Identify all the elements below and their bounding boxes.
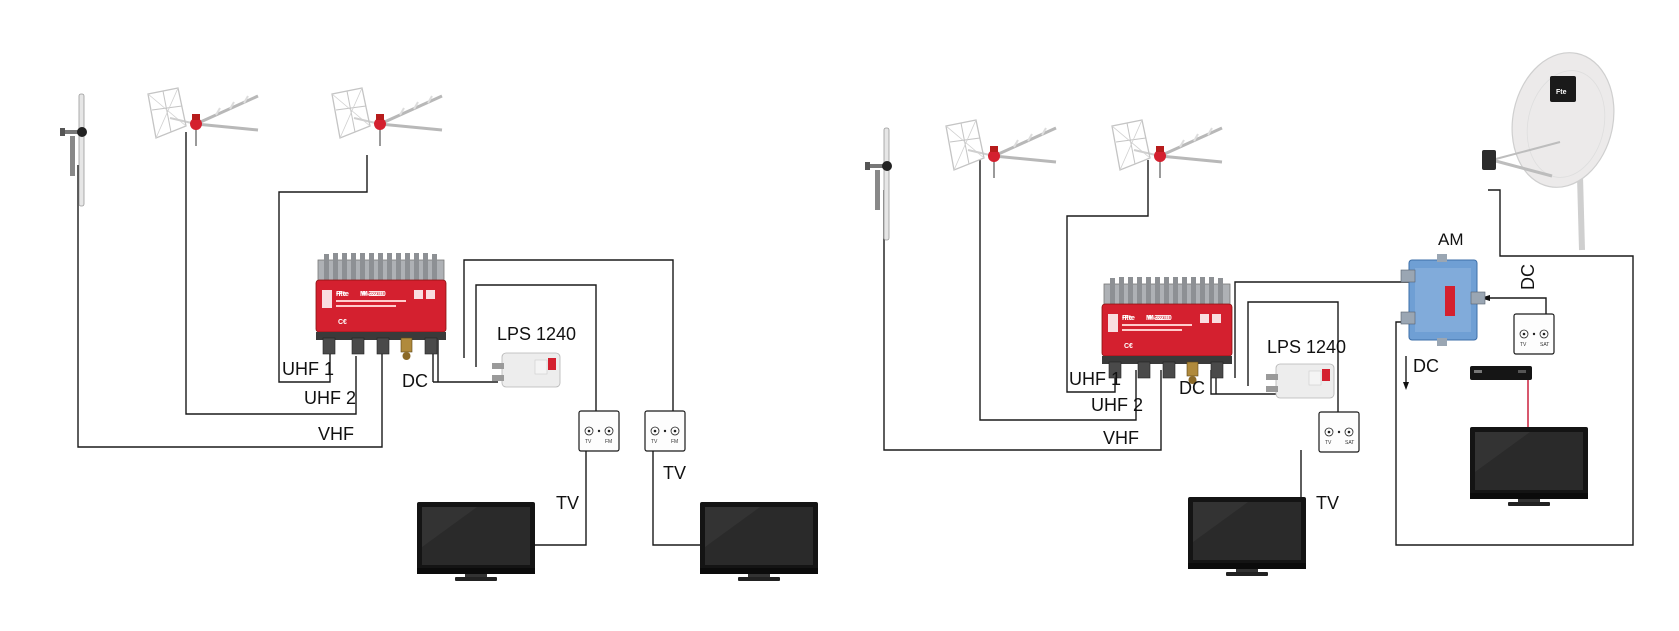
outlet-port-fm: FM: [605, 439, 612, 445]
outlet-port-tv: TV: [585, 439, 592, 445]
left-psu-label: LPS 1240: [497, 324, 576, 344]
amplifier-brand: Fte: [1122, 315, 1133, 322]
left-power-supply: [491, 352, 561, 388]
outlet-port-tv: TV: [651, 439, 658, 445]
right-television-2: [1470, 427, 1588, 506]
left-dc-label: DC: [402, 371, 428, 391]
right-psu-label: LPS 1240: [1267, 337, 1346, 357]
left-tv-label-a: TV: [556, 493, 579, 513]
outlet-port-tv: TV: [1325, 440, 1332, 446]
outlet-port-sat: SAT: [1345, 440, 1354, 446]
left-vhf-label: VHF: [318, 424, 354, 444]
dish-brand: Fte: [1556, 89, 1567, 96]
right-tv-label: TV: [1316, 493, 1339, 513]
right-uhf-yagi-antenna-1: [944, 118, 1058, 180]
left-television-1: [417, 502, 535, 581]
right-dc-label: DC: [1179, 378, 1205, 398]
right-uhf1-label: UHF 1: [1069, 369, 1121, 389]
amplifier-brand: Fte: [336, 291, 347, 298]
right-vhf-dipole-antenna: [864, 127, 893, 241]
left-television-2: [700, 502, 818, 581]
left-installation: Fte M-3200 LPS 1240 UHF 1 UHF 2 VHF DC T…: [59, 86, 818, 581]
left-outlet-b: TV FM: [644, 410, 686, 452]
right-vhf-label: VHF: [1103, 428, 1139, 448]
satellite-mixer-am: [1400, 254, 1486, 346]
left-wires: [77, 132, 700, 546]
vhf-dipole-antenna: [59, 93, 88, 207]
amplifier-model: M-3200: [1148, 315, 1172, 322]
right-television-1: [1188, 497, 1306, 576]
left-uhf1-label: UHF 1: [282, 359, 334, 379]
right-wires: [883, 160, 1634, 546]
right-uhf2-label: UHF 2: [1091, 395, 1143, 415]
right-outlet-a: TV SAT: [1318, 411, 1360, 453]
satellite-receiver: [1470, 366, 1532, 380]
mixer-dc-label: DC: [1518, 264, 1538, 290]
outlet-port-fm: FM: [671, 439, 678, 445]
right-amplifier: Fte M-3200: [1101, 276, 1233, 385]
mixer-label: AM: [1438, 230, 1464, 249]
uhf-yagi-antenna-1: [146, 86, 260, 148]
outlet-port-sat: SAT: [1540, 342, 1549, 348]
left-amplifier: Fte M-3200: [315, 252, 447, 361]
amplifier-model: M-3200: [362, 291, 386, 298]
right-uhf-yagi-antenna-2: [1110, 118, 1224, 180]
mixer-dc-down-label: DC: [1413, 356, 1439, 376]
outlet-port-tv: TV: [1520, 342, 1527, 348]
left-outlet-a: TV FM: [578, 410, 620, 452]
right-outlet-b: TV SAT: [1513, 313, 1555, 355]
left-uhf2-label: UHF 2: [304, 388, 356, 408]
right-power-supply: [1265, 363, 1335, 399]
uhf-yagi-antenna-2: [330, 86, 444, 148]
left-tv-label-b: TV: [663, 463, 686, 483]
satellite-dish: Fte: [1482, 52, 1615, 251]
right-installation: Fte Fte M-3200 LPS 1240 UHF 1 UHF 2 VHF …: [864, 52, 1634, 576]
